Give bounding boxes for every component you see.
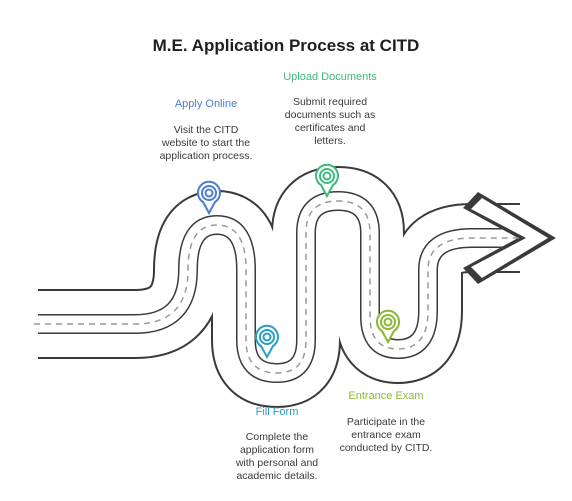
desc-line: with personal and bbox=[235, 457, 319, 469]
diagram-title: M.E. Application Process at CITD bbox=[152, 36, 420, 55]
desc-line: application form bbox=[239, 444, 315, 456]
step-title-apply-online: Apply Online bbox=[174, 98, 238, 110]
desc-line: academic details. bbox=[236, 470, 318, 482]
step-desc-fill-form: Complete the application form with perso… bbox=[202, 431, 352, 483]
road-fill bbox=[34, 168, 520, 406]
desc-line: conducted by CITD. bbox=[339, 442, 433, 454]
step-title-fill-form: Fill Form bbox=[255, 406, 299, 418]
desc-line: Participate in the bbox=[346, 416, 426, 428]
desc-line: website to start the bbox=[161, 137, 251, 149]
step-title-upload-documents: Upload Documents bbox=[283, 71, 377, 83]
step-desc-upload-documents: Submit required documents such as certif… bbox=[255, 96, 405, 148]
location-pin-icon bbox=[376, 309, 400, 345]
location-pin-icon bbox=[315, 163, 339, 199]
step-desc-entrance-exam: Participate in the entrance exam conduct… bbox=[311, 416, 461, 455]
desc-line: Visit the CITD bbox=[173, 124, 239, 136]
location-pin-icon bbox=[255, 324, 279, 360]
location-pin-icon bbox=[197, 180, 221, 216]
desc-line: documents such as bbox=[284, 109, 376, 121]
road-center-dash bbox=[34, 200, 520, 374]
desc-line: letters. bbox=[314, 135, 346, 147]
desc-line: Submit required bbox=[292, 96, 368, 108]
arrow-head-icon bbox=[463, 192, 556, 284]
desc-line: entrance exam bbox=[351, 429, 421, 441]
step-title-entrance-exam: Entrance Exam bbox=[348, 390, 424, 402]
desc-line: Complete the bbox=[245, 431, 309, 443]
desc-line: certificates and bbox=[294, 122, 366, 134]
desc-line: application process. bbox=[159, 150, 253, 162]
step-desc-apply-online: Visit the CITD website to start the appl… bbox=[131, 124, 281, 163]
